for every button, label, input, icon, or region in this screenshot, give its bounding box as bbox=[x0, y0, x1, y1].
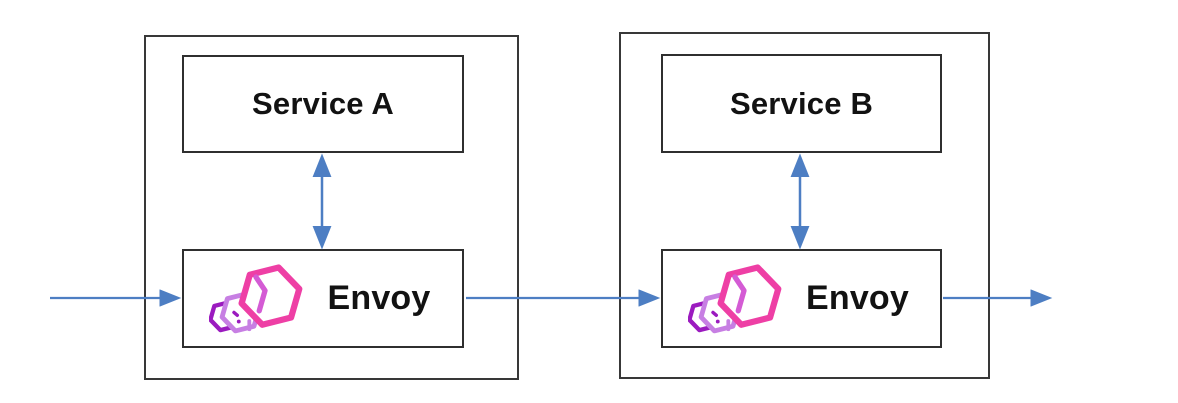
service-b-label: Service B bbox=[729, 85, 874, 121]
envoy-b-label: Envoy bbox=[805, 279, 910, 317]
envoy-a-box: Envoy bbox=[182, 249, 464, 348]
service-a-box: Service A bbox=[182, 55, 464, 153]
envoy-logo-icon bbox=[209, 263, 303, 333]
service-b-box: Service B bbox=[661, 54, 942, 153]
envoy-a-label: Envoy bbox=[327, 279, 431, 317]
service-a-label: Service A bbox=[252, 86, 394, 121]
envoy-b-box: Envoy bbox=[661, 249, 942, 348]
envoy-logo-icon bbox=[687, 263, 782, 333]
